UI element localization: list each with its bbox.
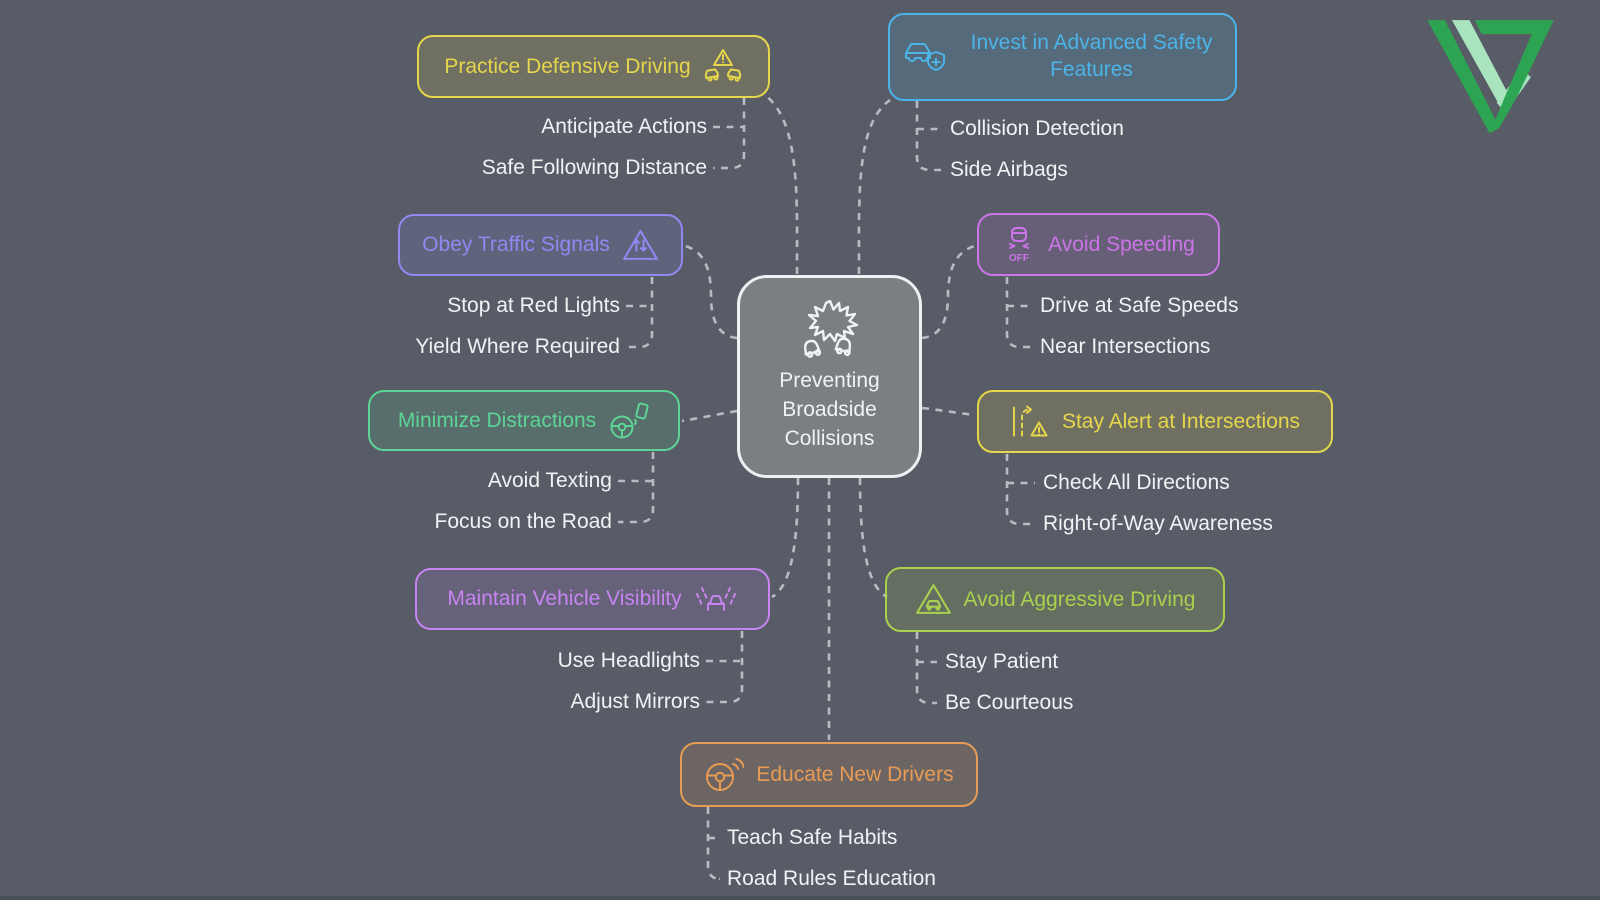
branch-label: Invest in Advanced Safety Features — [970, 31, 1213, 81]
subtopic-stay-patient: Stay Patient — [945, 650, 1059, 673]
subtopic-adjust-mirrors: Adjust Mirrors — [570, 690, 700, 713]
bottom-edge-strip — [0, 896, 1600, 900]
branch-label: Avoid Speeding — [1048, 232, 1195, 256]
traction-off-icon: OFF — [1009, 226, 1030, 264]
connector-center-obey — [684, 244, 738, 340]
subtopic-stop-at-red-lights: Stop at Red Lights — [447, 294, 620, 317]
subtopic-right-of-way-awareness: Right-of-Way Awareness — [1043, 512, 1273, 535]
branch-label: Obey Traffic Signals — [422, 233, 610, 256]
steering-wheel-phone-icon — [610, 402, 649, 438]
subtopic-teach-safe-habits: Teach Safe Habits — [727, 826, 898, 849]
subtopic-focus-on-the-road: Focus on the Road — [434, 510, 612, 533]
connector-center-maintain — [771, 477, 800, 599]
branch-label: Avoid Aggressive Driving — [963, 587, 1196, 611]
branch-avoid-aggressive-driving: Avoid Aggressive Driving — [885, 567, 1225, 632]
branch-invest-advanced-safety: Invest in Advanced Safety Features — [888, 13, 1237, 101]
car-warning-triangle-icon — [915, 584, 951, 614]
subtopic-use-headlights: Use Headlights — [557, 649, 700, 672]
car-collision-icon — [803, 300, 858, 358]
branch-minimize-distractions: Minimize Distractions — [368, 390, 680, 451]
branch-label: Practice Defensive Driving — [444, 54, 691, 78]
connector-minimize-children — [618, 452, 655, 524]
traffic-sign-arrows-icon — [622, 229, 658, 260]
subtopic-check-all-directions: Check All Directions — [1043, 471, 1230, 494]
connector-maintain-children — [706, 631, 744, 704]
branch-label: Maintain Vehicle Visibility — [447, 587, 682, 610]
branch-stay-alert-intersections: Stay Alert at Intersections — [977, 390, 1333, 453]
subtopic-yield-where-required: Yield Where Required — [415, 335, 620, 358]
subtopic-side-airbags: Side Airbags — [950, 158, 1068, 181]
connector-invest-children — [915, 101, 942, 172]
branch-educate-new-drivers: Educate New Drivers — [680, 742, 978, 807]
branch-practice-defensive-driving: Practice Defensive Driving — [417, 35, 770, 98]
connector-center-speeding — [921, 244, 976, 340]
connector-speeding-children — [1005, 277, 1032, 349]
branch-maintain-vehicle-visibility: Maintain Vehicle Visibility — [415, 568, 770, 630]
lane-alert-icon — [1012, 405, 1048, 437]
subtopic-near-intersections: Near Intersections — [1040, 335, 1211, 358]
subtopic-safe-following-distance: Safe Following Distance — [481, 156, 707, 179]
connector-center-minimize — [681, 409, 738, 423]
subtopic-drive-at-safe-speeds: Drive at Safe Speeds — [1040, 294, 1239, 317]
car-shield-icon — [904, 43, 945, 71]
center-topic-label: Preventing Broadside Collisions — [779, 369, 880, 450]
svg-text:OFF: OFF — [1009, 253, 1029, 264]
connector-center-stayalert — [921, 406, 976, 417]
connector-practice-children — [713, 98, 746, 170]
subtopic-collision-detection: Collision Detection — [950, 117, 1124, 140]
connector-center-practice — [764, 93, 799, 275]
connector-center-aggressive — [858, 477, 888, 599]
subtopic-avoid-texting: Avoid Texting — [487, 469, 612, 492]
branch-avoid-speeding: OFF Avoid Speeding — [977, 213, 1220, 276]
branch-label: Minimize Distractions — [397, 408, 597, 432]
branch-label: Stay Alert at Intersections — [1061, 409, 1301, 433]
branch-label: Educate New Drivers — [756, 762, 954, 786]
subtopic-road-rules-education: Road Rules Education — [727, 867, 936, 890]
branch-obey-traffic-signals: Obey Traffic Signals — [398, 214, 683, 276]
center-topic: Preventing Broadside Collisions — [737, 275, 922, 478]
connector-stayalert-children — [1005, 454, 1035, 526]
subtopic-anticipate-actions: Anticipate Actions — [541, 115, 707, 138]
vp-logo — [1427, 20, 1554, 134]
defensive-driving-icon — [704, 48, 741, 82]
connector-center-invest — [857, 98, 891, 275]
connector-obey-children — [626, 277, 654, 349]
car-beams-icon — [695, 587, 736, 611]
connector-educate-children — [706, 807, 722, 881]
steering-wheel-waves-icon — [706, 757, 745, 791]
subtopic-be-courteous: Be Courteous — [945, 691, 1074, 714]
connector-aggressive-children — [915, 632, 937, 705]
